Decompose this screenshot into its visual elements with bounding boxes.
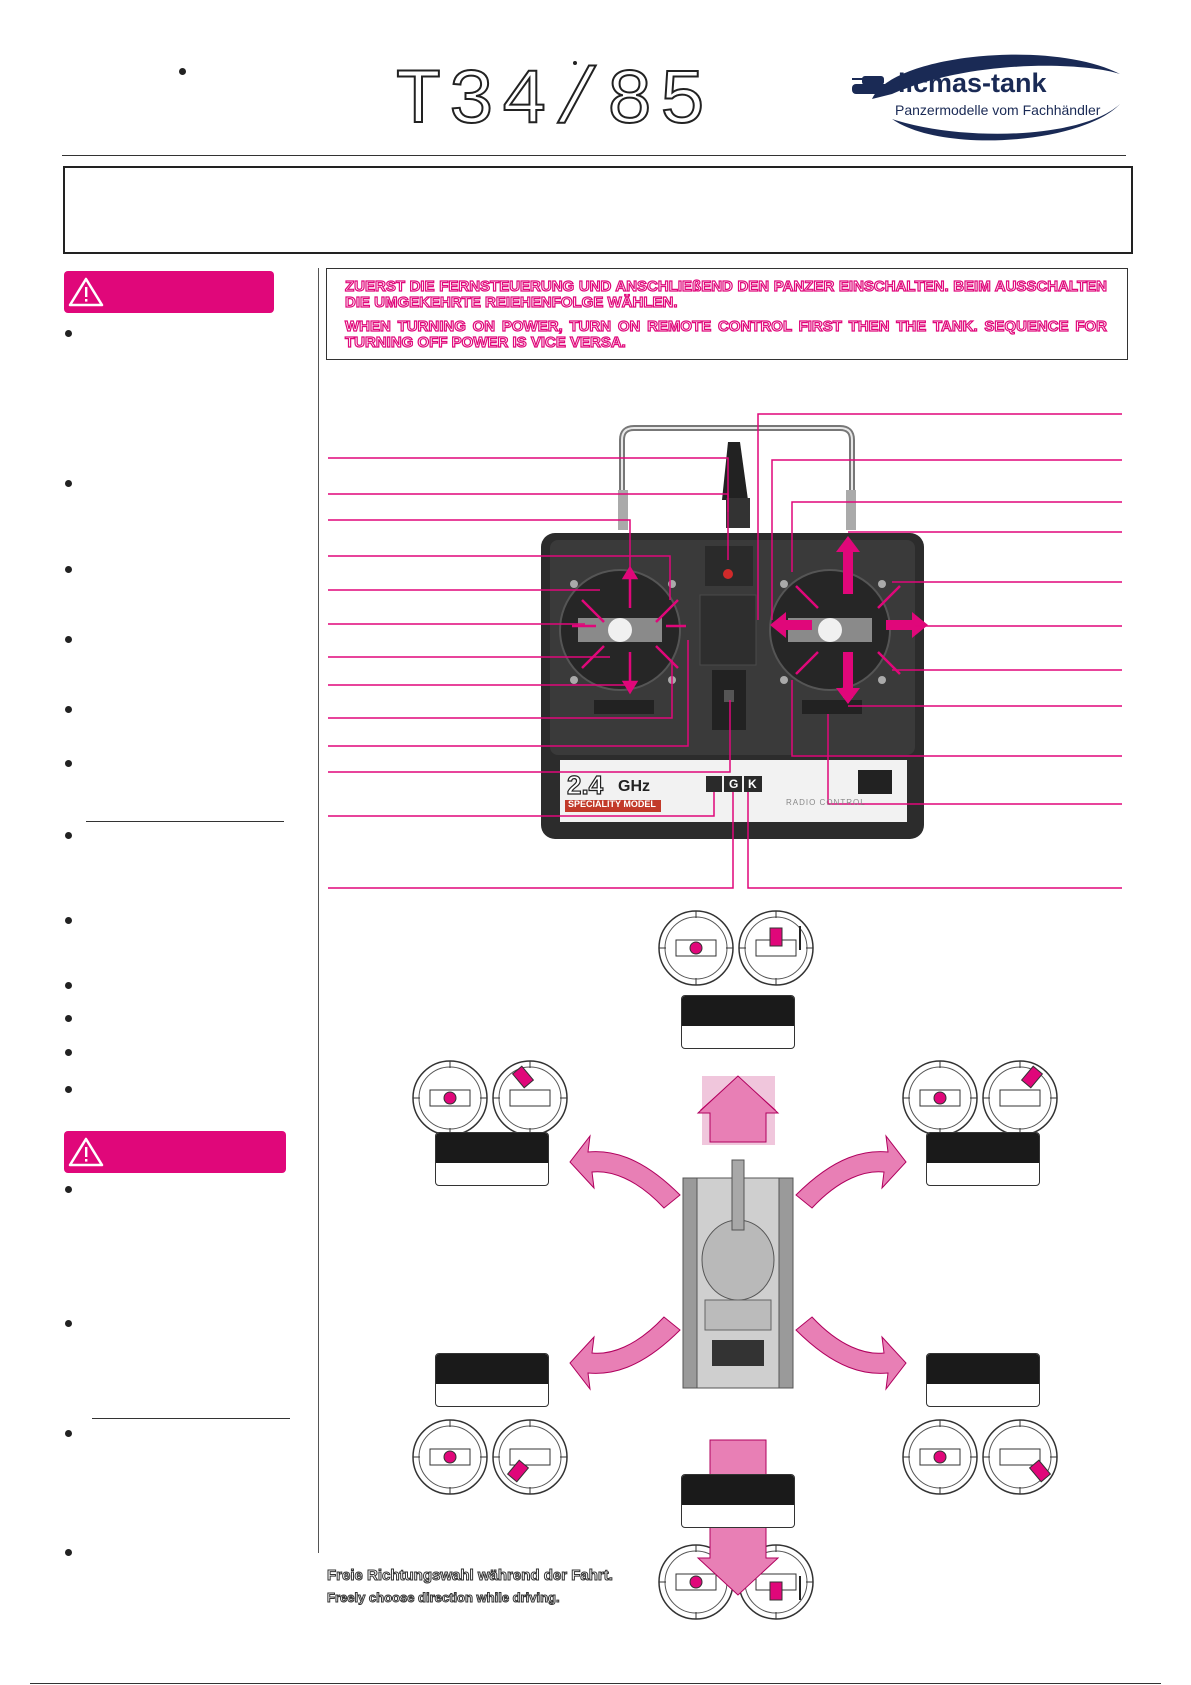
bullet <box>65 1015 72 1022</box>
warning-banner-2 <box>64 1131 286 1173</box>
tank-silhouette-icon <box>848 76 894 94</box>
tank-top-view-icon <box>682 1159 794 1389</box>
remote-panel-text: RADIO CONTROL <box>786 798 866 807</box>
bullet <box>65 1049 72 1056</box>
direction-label-reverse <box>681 1474 795 1528</box>
bullet <box>65 982 72 989</box>
remote-badge-model: SPECIALITY MODEL <box>568 799 656 809</box>
remote-button-k: K <box>748 777 757 791</box>
bullet <box>65 832 72 839</box>
warning-banner-1 <box>64 271 274 313</box>
logo-brand-text: licmas-tank <box>898 68 1047 98</box>
warning-triangle-icon <box>68 1137 104 1167</box>
remote-button-g: G <box>729 777 739 791</box>
power-led-icon <box>723 569 733 579</box>
remote-control-diagram <box>328 413 1122 889</box>
direction-label-forward-left <box>435 1132 549 1186</box>
header-dot-left <box>179 68 186 75</box>
direction-label-forward-right <box>926 1132 1040 1186</box>
bullet <box>65 636 72 643</box>
direction-label-forward <box>681 995 795 1049</box>
notice-german: ZUERST DIE FERNSTEUERUNG UND ANSCHLIEßEN… <box>344 278 1107 311</box>
header-rule <box>62 155 1126 156</box>
bullet <box>65 706 72 713</box>
bullet <box>65 480 72 487</box>
driving-direction-diagram <box>412 910 1058 1620</box>
notice-english: WHEN TURNING ON POWER, TURN ON REMOTE CO… <box>344 318 1107 351</box>
intro-box <box>63 166 1133 254</box>
bullet <box>65 1320 72 1327</box>
remote-badge-freq: 2.4 <box>566 769 604 800</box>
direction-label-reverse-right <box>926 1353 1040 1407</box>
driving-caption-german: Freie Richtungswahl während der Fahrt. <box>327 1567 614 1585</box>
header-dot-center <box>573 61 577 65</box>
bullet <box>65 330 72 337</box>
driving-caption-english: Freely choose direction while driving. <box>327 1590 561 1606</box>
bullet <box>65 1430 72 1437</box>
bullet <box>65 760 72 767</box>
section-rule <box>92 1418 290 1419</box>
power-notice-box: ZUERST DIE FERNSTEUERUNG UND ANSCHLIEßEN… <box>326 268 1128 360</box>
warning-triangle-icon <box>68 277 104 307</box>
footer-rule <box>30 1683 1161 1684</box>
bullet <box>65 917 72 924</box>
direction-label-reverse-left <box>435 1353 549 1407</box>
remote-badge-unit: GHz <box>618 778 650 795</box>
column-divider <box>318 268 319 1553</box>
section-rule <box>86 821 284 822</box>
bullet <box>65 1549 72 1556</box>
bullet <box>65 566 72 573</box>
page-title: T34/85 <box>394 57 712 147</box>
bullet <box>65 1086 72 1093</box>
logo-tagline: Panzermodelle vom Fachhändler <box>895 102 1101 118</box>
brand-logo: licmas-tank Panzermodelle vom Fachhändle… <box>848 44 1132 144</box>
bullet <box>65 1186 72 1193</box>
